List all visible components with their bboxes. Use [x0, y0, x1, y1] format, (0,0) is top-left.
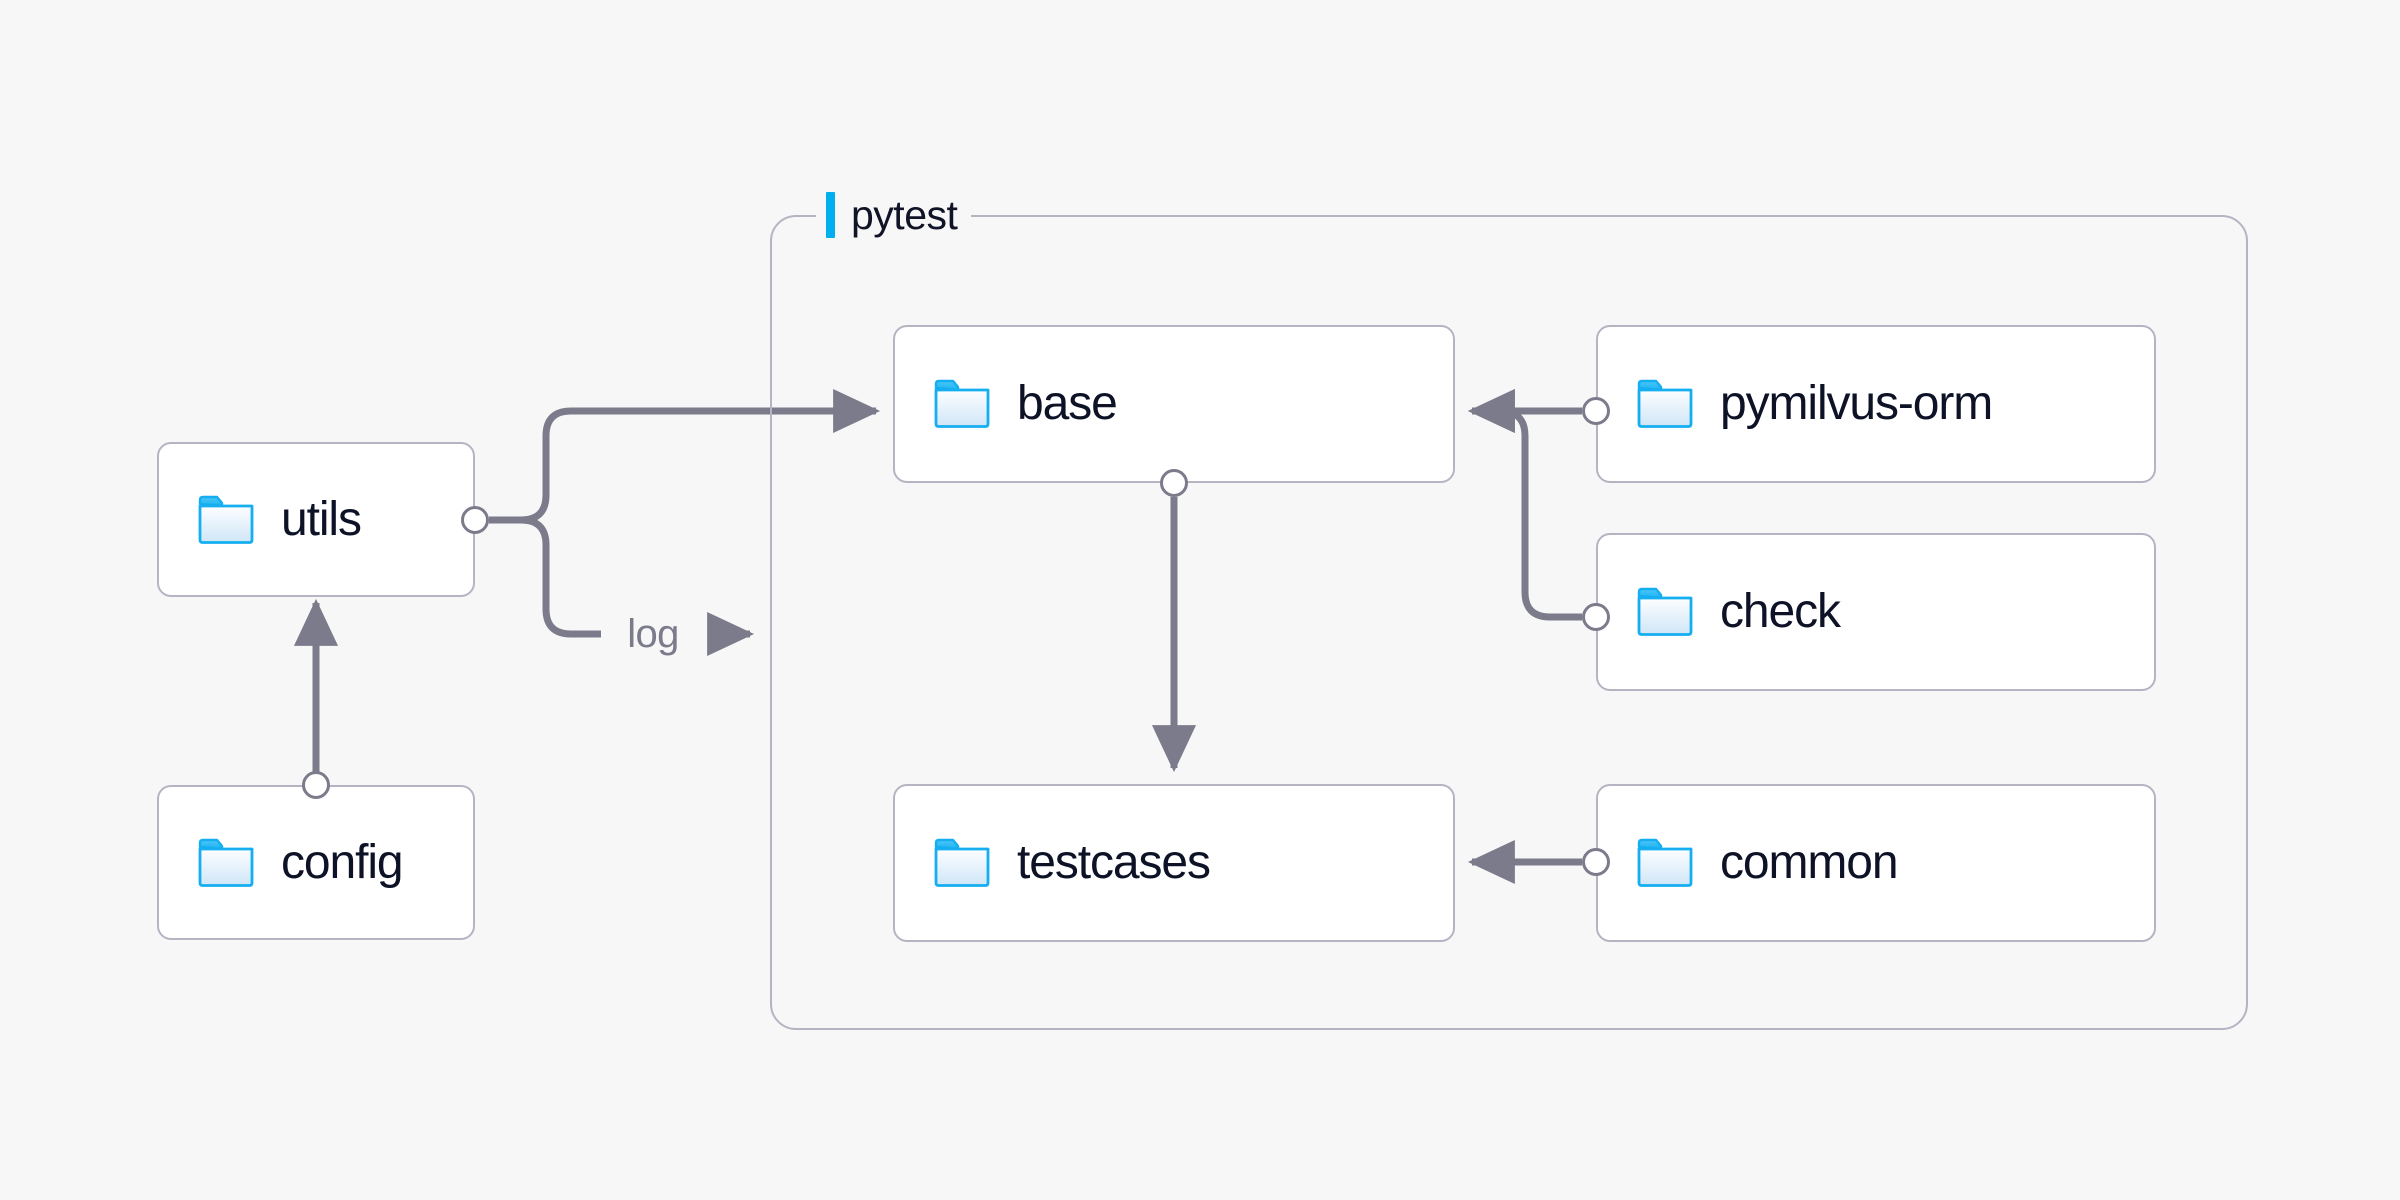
port-common-left[interactable] — [1582, 848, 1610, 876]
node-common-label: common — [1720, 836, 1899, 889]
node-config-label: config — [281, 835, 404, 889]
node-check-label: check — [1720, 585, 1841, 638]
node-testcases[interactable]: testcases — [893, 784, 1455, 942]
group-pytest-title: pytest — [851, 191, 958, 238]
node-base[interactable]: base — [893, 325, 1455, 483]
folder-icon — [1637, 379, 1693, 428]
folder-icon — [198, 838, 254, 887]
node-utils[interactable]: utils — [157, 442, 475, 597]
node-config[interactable]: config — [157, 785, 475, 940]
group-pytest[interactable] — [770, 215, 2248, 1030]
folder-icon — [1637, 838, 1693, 887]
node-common[interactable]: common — [1596, 784, 2156, 942]
node-check[interactable]: check — [1596, 533, 2156, 691]
node-base-label: base — [1017, 377, 1118, 430]
group-accent-bar — [826, 192, 835, 238]
folder-icon — [934, 838, 990, 887]
edge-utils-to-log-stub — [520, 516, 601, 638]
port-base-bottom[interactable] — [1160, 469, 1188, 497]
node-pymilvus-orm[interactable]: pymilvus-orm — [1596, 325, 2156, 483]
node-testcases-label: testcases — [1017, 836, 1211, 889]
port-pymilvus-orm-left[interactable] — [1582, 397, 1610, 425]
node-utils-label: utils — [281, 492, 362, 546]
folder-icon — [198, 495, 254, 544]
port-config-top[interactable] — [302, 771, 330, 799]
folder-icon — [1637, 587, 1693, 636]
node-pymilvus-orm-label: pymilvus-orm — [1720, 377, 1993, 430]
port-utils-right[interactable] — [461, 506, 489, 534]
edge-label-log: log — [627, 612, 679, 656]
port-check-left[interactable] — [1582, 603, 1610, 631]
folder-icon — [934, 379, 990, 428]
group-pytest-label: pytest — [816, 188, 972, 242]
